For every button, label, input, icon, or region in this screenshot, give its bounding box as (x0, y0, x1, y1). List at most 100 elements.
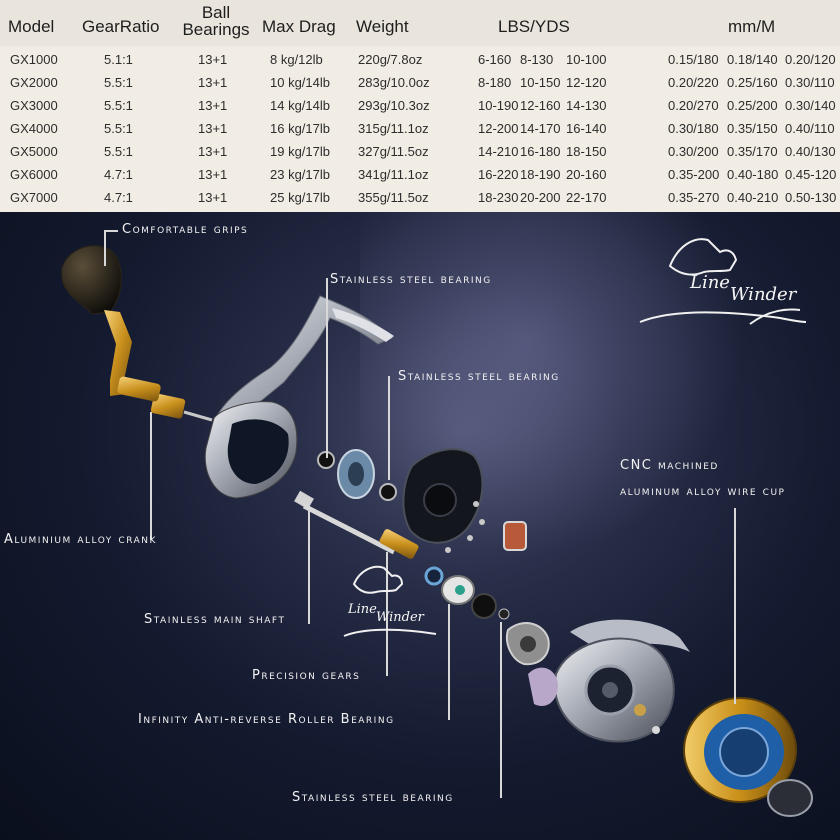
table-cell-weight: 293g/10.3oz (358, 98, 430, 113)
table-cell-lbs1: 10-190 (478, 98, 519, 113)
table-cell-ratio: 5.5:1 (104, 75, 133, 90)
table-cell-lbs2: 12-160 (520, 98, 561, 113)
bearing-stack (317, 449, 397, 501)
logo-text-winder: Winder (730, 284, 797, 305)
table-cell-mm2: 0.40-210 (727, 190, 779, 205)
table-cell-lbs1: 14-210 (478, 144, 519, 159)
table-cell-weight: 341g/11.1oz (358, 167, 429, 182)
table-cell-model: GX4000 (10, 121, 58, 136)
header-model: Model (8, 17, 55, 36)
table-cell-model: GX1000 (10, 52, 58, 67)
table-cell-lbs2: 14-170 (520, 121, 561, 136)
table-cell-mm2: 0.35/150 (727, 121, 778, 136)
label-aluminium-crank: Aluminium alloy crank (4, 532, 157, 547)
leader-bearing-2 (388, 376, 390, 480)
label-cnc-machined: CNC machined (620, 458, 719, 473)
table-cell-lbs2: 8-130 (520, 52, 554, 67)
table-cell-bearings: 13+1 (198, 98, 228, 113)
table-cell-drag: 25 kg/17lb (270, 190, 330, 205)
table-cell-weight: 327g/11.5oz (358, 144, 429, 159)
table-cell-ratio: 5.5:1 (104, 144, 133, 159)
table-cell-ratio: 5.5:1 (104, 121, 133, 136)
table-cell-lbs3: 12-120 (566, 75, 607, 90)
header-bearings: Bearings (182, 20, 250, 39)
table-cell-lbs2: 16-180 (520, 144, 561, 159)
logo-small-text-line: Line (348, 602, 377, 617)
table-row: GX4000 5.5:1 13+1 16 kg/17lb 315g/11.1oz 12-2… (0, 117, 840, 140)
leader-crank (150, 412, 152, 540)
leader-anti-reverse (448, 604, 450, 720)
logo-small-text-winder: Winder (376, 610, 424, 625)
leader-bearing-1 (326, 278, 328, 458)
leader-cnc (734, 508, 736, 704)
label-wire-cup: aluminum alloy wire cup (620, 484, 786, 499)
table-cell-weight: 315g/11.1oz (358, 121, 429, 136)
crank-arm (104, 310, 213, 422)
gear-parts (424, 566, 550, 666)
label-stainless-bearing-2: Stainless steel bearing (398, 369, 560, 384)
table-cell-bearings: 13+1 (198, 121, 228, 136)
table-cell-model: GX3000 (10, 98, 58, 113)
table-cell-weight: 355g/11.5oz (358, 190, 429, 205)
table-cell-lbs1: 12-200 (478, 121, 519, 136)
table-cell-weight: 220g/7.8oz (358, 52, 423, 67)
table-cell-model: GX7000 (10, 190, 58, 205)
table-cell-lbs3: 20-160 (566, 167, 607, 182)
brand-logo-mid: Line Winder (340, 562, 440, 652)
table-cell-mm2: 0.18/140 (727, 52, 778, 67)
table-cell-model: GX5000 (10, 144, 58, 159)
header-lbs-yds: LBS/YDS (498, 17, 570, 36)
spec-table: Model GearRatio Ball Bearings Max Drag W… (0, 0, 840, 212)
table-cell-drag: 14 kg/14lb (270, 98, 330, 113)
header-max-drag: Max Drag (262, 17, 336, 36)
table-cell-bearings: 13+1 (198, 75, 228, 90)
table-cell-mm3: 0.30/140 (785, 98, 836, 113)
main-shaft (294, 490, 419, 559)
table-cell-bearings: 13+1 (198, 190, 228, 205)
header-ball: Ball (201, 3, 231, 22)
table-cell-drag: 23 kg/17lb (270, 167, 330, 182)
table-cell-mm1: 0.35-270 (668, 190, 720, 205)
table-cell-ratio: 5.1:1 (104, 52, 133, 67)
table-cell-lbs1: 18-230 (478, 190, 519, 205)
table-cell-mm1: 0.30/180 (668, 121, 719, 136)
table-cell-model: GX6000 (10, 167, 58, 182)
table-cell-bearings: 13+1 (198, 144, 228, 159)
table-cell-lbs1: 6-160 (478, 52, 512, 67)
table-cell-mm2: 0.40-180 (727, 167, 779, 182)
table-cell-lbs3: 22-170 (566, 190, 607, 205)
spool (683, 697, 813, 817)
brand-logo-top: Line Winder (630, 226, 810, 336)
table-cell-mm3: 0.50-130 (785, 190, 837, 205)
label-stainless-bearing-1: Stainless steel bearing (330, 272, 492, 287)
table-cell-mm2: 0.25/200 (727, 98, 778, 113)
rotor-assembly (528, 619, 690, 743)
leader-grips-h (104, 230, 118, 232)
label-anti-reverse: Infinity Anti-reverse Roller Bearing (138, 712, 395, 727)
wolf-logo-icon (639, 238, 807, 325)
label-stainless-bearing-3: Stainless steel bearing (292, 790, 454, 805)
table-cell-lbs1: 8-180 (478, 75, 512, 90)
header-gear-ratio: GearRatio (82, 17, 160, 36)
spec-table-header: Model GearRatio Ball Bearings Max Drag W… (0, 0, 840, 46)
table-cell-drag: 8 kg/12lb (270, 52, 323, 67)
table-cell-mm3: 0.45-120 (785, 167, 837, 182)
table-cell-bearings: 13+1 (198, 52, 228, 67)
table-cell-model: GX2000 (10, 75, 58, 90)
table-cell-ratio: 4.7:1 (104, 190, 133, 205)
table-cell-lbs3: 16-140 (566, 121, 607, 136)
table-cell-mm2: 0.25/160 (727, 75, 778, 90)
leader-gears (386, 552, 388, 676)
leader-grips (104, 230, 106, 266)
table-cell-mm3: 0.20/120 (785, 52, 836, 67)
table-cell-mm1: 0.20/270 (668, 98, 719, 113)
wolf-logo-icon-small (343, 565, 437, 637)
table-cell-drag: 16 kg/17lb (270, 121, 330, 136)
table-cell-lbs2: 20-200 (520, 190, 561, 205)
table-cell-mm3: 0.40/130 (785, 144, 836, 159)
label-precision-gears: Precision gears (252, 668, 361, 683)
table-row: GX1000 5.1:1 13+1 8 kg/12lb 220g/7.8oz 6-160 8… (0, 48, 840, 71)
leader-bearing-3 (500, 622, 502, 798)
